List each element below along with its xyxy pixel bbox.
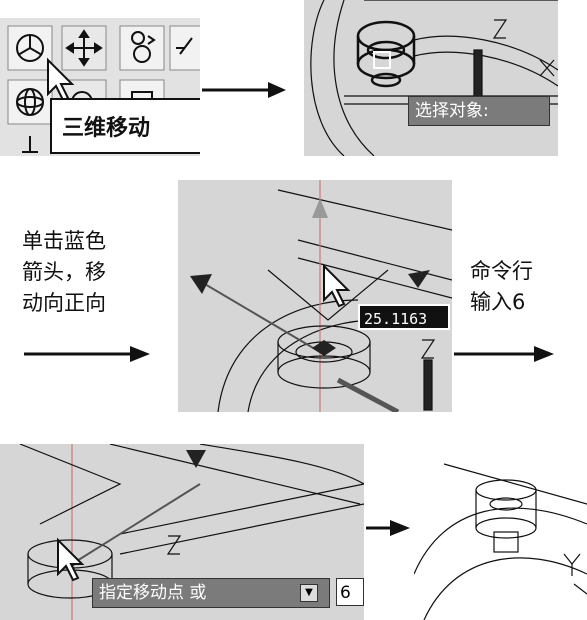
3dmove-gizmo-icon: [16, 34, 44, 62]
arrow-right-icon: [366, 520, 410, 536]
viewport-specify-point: 指定移动点 或 ▼ 6: [0, 444, 364, 620]
specify-point-label: 指定移动点 或: [99, 583, 207, 603]
right-caption-line: 命令行: [470, 259, 533, 283]
rotate-icon: [131, 31, 156, 63]
viewport-select-objects: 选择对象:: [304, 0, 558, 156]
arrow-right-icon: [202, 82, 286, 98]
tooltip-3dmove: [50, 98, 200, 154]
point-input[interactable]: 6: [336, 578, 364, 606]
arrow-right-icon: [24, 346, 150, 362]
right-caption-line: 输入6: [470, 290, 526, 314]
left-caption: 单击蓝色 箭头，移 动向正向: [22, 226, 106, 319]
move-cross-icon: [65, 29, 103, 67]
left-caption-line: 箭头，移: [22, 260, 106, 284]
align-icon: [176, 37, 193, 55]
arrow-right-icon: [454, 346, 554, 362]
right-caption: 命令行 输入6: [470, 256, 533, 318]
point-icon: [22, 136, 38, 153]
left-caption-line: 动向正向: [22, 291, 106, 315]
dropdown-arrow-icon[interactable]: ▼: [300, 584, 318, 602]
specify-point-prompt: 指定移动点 或: [92, 578, 330, 608]
cursor-icon: [323, 263, 351, 308]
tooltip-label: 三维移动: [62, 116, 151, 141]
viewport-gizmo: 25.1163: [178, 180, 452, 412]
sphere-icon: [16, 88, 44, 116]
distance-input[interactable]: 25.1163: [358, 304, 450, 330]
toolbar-panel: 三维移动: [0, 18, 200, 156]
cursor-icon: [57, 537, 85, 582]
select-objects-prompt: 选择对象:: [408, 96, 550, 126]
left-caption-line: 单击蓝色: [22, 229, 106, 253]
selected-object: [356, 20, 416, 88]
viewport-result: [414, 444, 587, 620]
